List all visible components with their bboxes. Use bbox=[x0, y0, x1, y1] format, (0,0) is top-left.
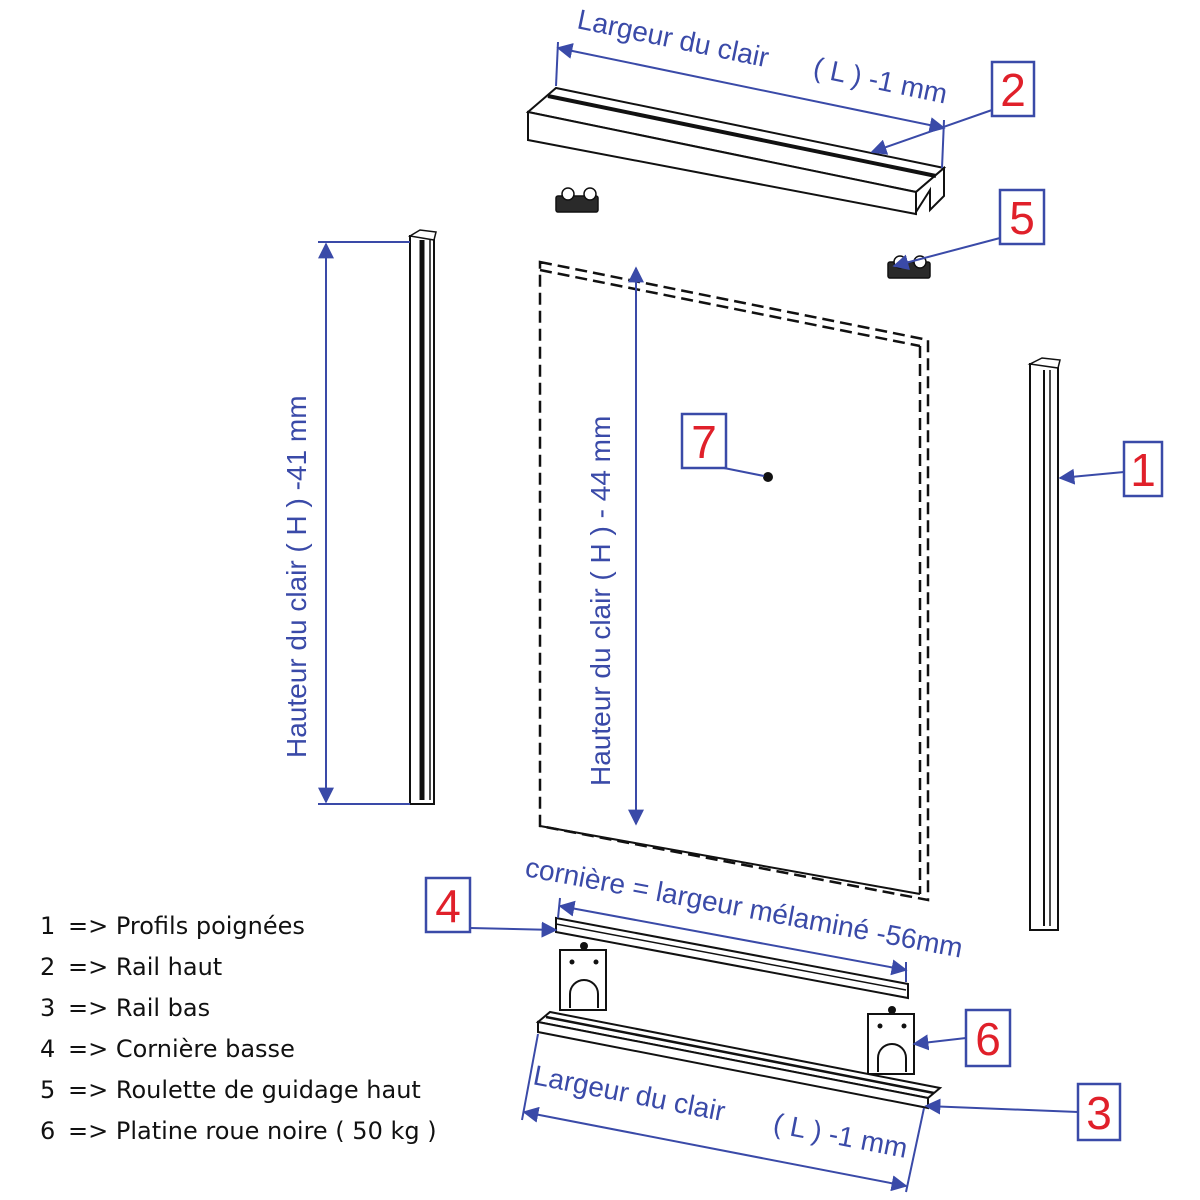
top-width-dimension-line bbox=[556, 43, 946, 133]
top-width-label: Largeur du clair bbox=[575, 4, 772, 74]
legend-item: 1=> Profils poignées bbox=[40, 912, 305, 940]
callout-2: 2 bbox=[870, 60, 1036, 155]
callout-1: 1 bbox=[1058, 440, 1164, 498]
wheel-plate-left bbox=[559, 942, 607, 1011]
svg-text:2: 2 bbox=[1000, 64, 1026, 116]
panel-center-dot bbox=[763, 472, 773, 482]
center-height-label: Hauteur du clair ( H ) - 44 mm bbox=[585, 416, 616, 786]
legend-item: 2=> Rail haut bbox=[40, 953, 223, 981]
wheel-plate-right bbox=[867, 1006, 915, 1075]
top-guide-roller-left bbox=[555, 187, 599, 213]
legend-item: 6=> Platine roue noire ( 50 kg ) bbox=[40, 1117, 437, 1145]
callout-5: 5 bbox=[892, 188, 1046, 271]
bottom-width-formula: ( L ) -1 mm bbox=[771, 1107, 910, 1163]
left-height-label: Hauteur du clair ( H ) -41 mm bbox=[281, 395, 312, 758]
callout-3: 3 bbox=[924, 1082, 1122, 1142]
svg-text:3: 3 bbox=[1086, 1087, 1112, 1139]
svg-text:1: 1 bbox=[1130, 444, 1156, 496]
parts-legend: 1=> Profils poignées 2=> Rail haut 3=> R… bbox=[40, 906, 437, 1152]
handle-profile-right bbox=[1027, 357, 1061, 931]
callout-4: 4 bbox=[424, 876, 558, 938]
callout-6: 6 bbox=[912, 1008, 1012, 1068]
legend-item: 4=> Cornière basse bbox=[40, 1035, 295, 1063]
bottom-rail bbox=[535, 1010, 943, 1110]
legend-item: 5=> Roulette de guidage haut bbox=[40, 1076, 421, 1104]
svg-text:6: 6 bbox=[975, 1013, 1001, 1065]
top-width-formula: ( L ) -1 mm bbox=[811, 52, 950, 110]
handle-profile-left bbox=[407, 229, 437, 805]
svg-text:4: 4 bbox=[435, 880, 461, 932]
bottom-width-dimension-line bbox=[522, 1106, 908, 1192]
bottom-width-label: Largeur du clair bbox=[531, 1059, 728, 1127]
svg-text:7: 7 bbox=[691, 416, 717, 468]
callout-7: 7 bbox=[680, 412, 765, 477]
angle-width-dimension-line bbox=[558, 900, 908, 976]
top-guide-roller-right bbox=[887, 255, 931, 279]
legend-item: 3=> Rail bas bbox=[40, 994, 211, 1022]
svg-text:5: 5 bbox=[1009, 192, 1035, 244]
